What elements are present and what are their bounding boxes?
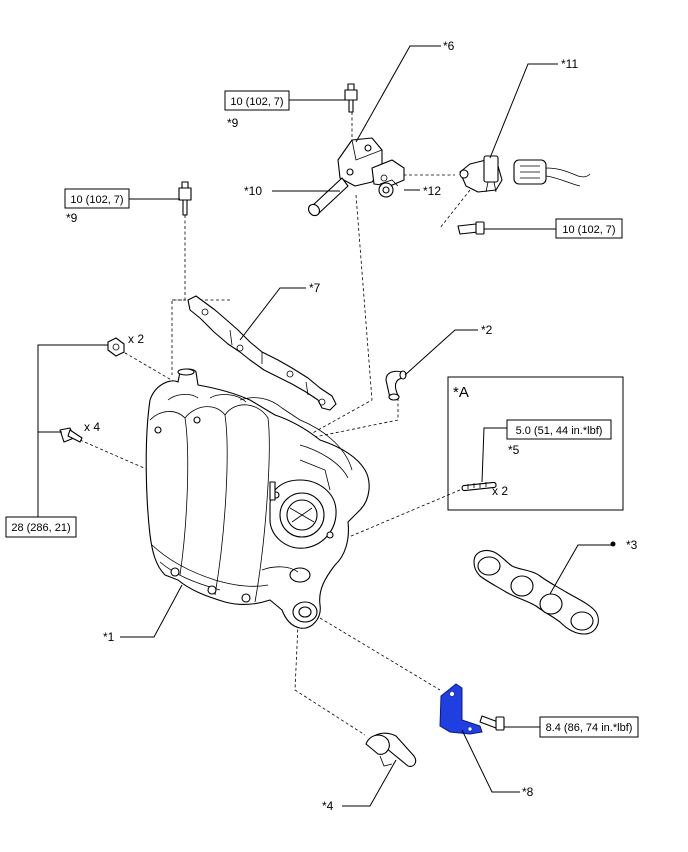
svg-text:5.0 (51, 44 in.*lbf): 5.0 (51, 44 in.*lbf) [516,425,603,437]
callout-5: *5 [508,443,520,457]
stay-bracket-shape [439,683,483,735]
hose-elbow [385,370,407,401]
manifold-bolt [59,427,83,443]
callout-11: *11 [561,57,578,71]
water-hose [365,732,417,767]
sensor-assembly [457,155,591,235]
pcv-bracket-assembly [307,83,405,217]
callout-9-left: *9 [66,211,78,225]
callout-a: *A [453,384,469,401]
qty-nut: x 2 [128,332,144,346]
callout-4: *4 [322,799,334,813]
torque-spec-11: 10 (102, 7) [555,218,623,239]
svg-text:10 (102, 7): 10 (102, 7) [230,96,283,108]
callout-6: *6 [443,39,455,53]
detail-box-a [447,376,624,511]
torque-spec-8: 8.4 (86, 74 in.*lbf) [539,716,639,738]
callout-1: *1 [103,630,115,644]
callout-9-upper: *9 [227,116,239,130]
leader-lines [37,45,615,807]
svg-text:28 (286, 21): 28 (286, 21) [11,522,70,534]
svg-text:10 (102, 7): 10 (102, 7) [70,194,123,206]
nut [107,337,125,357]
torque-spec-9-upper: 10 (102, 7) [224,90,290,111]
new-part-bullet [610,541,616,547]
torque-spec-5: 5.0 (51, 44 in.*lbf) [506,419,612,440]
callout-8: *8 [522,785,534,799]
torque-spec-1: 28 (286, 21) [5,516,77,538]
callout-7: *7 [309,281,321,295]
callout-3: *3 [626,538,638,552]
svg-text:10 (102, 7): 10 (102, 7) [562,224,615,236]
qty-bolt: x 4 [84,420,100,434]
intake-manifold [145,368,370,629]
torque-spec-9-left: 10 (102, 7) [64,188,130,209]
callout-2: *2 [481,323,493,337]
harness-bracket [187,295,337,411]
manifold-stay-bracket [439,683,505,735]
callout-12: *12 [423,184,441,198]
manifold-gasket [473,541,616,635]
svg-text:8.4 (86, 74 in.*lbf): 8.4 (86, 74 in.*lbf) [546,722,633,734]
qty-stud: x 2 [492,484,508,498]
bolt-9-left [178,181,192,216]
callout-10: *10 [244,184,262,198]
